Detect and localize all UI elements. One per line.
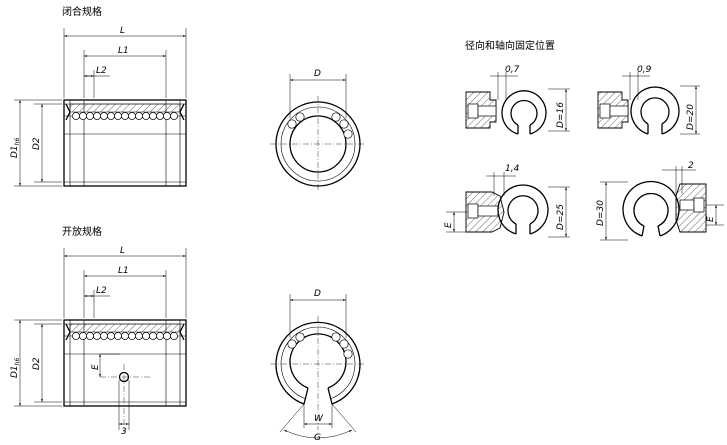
fix1-gap: 0,7	[505, 65, 520, 75]
dim-L2: L2	[96, 66, 107, 76]
fix3-d: D=25	[556, 204, 566, 230]
fix2-d: D=20	[686, 104, 696, 130]
dim-E-open: E	[91, 364, 101, 370]
ball-row-open	[72, 332, 178, 340]
fix4-gap: 2	[688, 161, 694, 171]
dim-L: L	[120, 26, 125, 36]
closed-side-view	[63, 99, 187, 187]
fix3-e: E	[444, 222, 454, 228]
dim-3: 3	[121, 427, 127, 437]
fix2-gap: 0,9	[637, 65, 652, 75]
open-end-view: D W G	[270, 289, 366, 443]
fix3-gap: 1,4	[505, 164, 520, 174]
dim-D-open: D	[314, 289, 321, 299]
fixing-detail-d25: 1,4 D=25 E	[444, 164, 570, 238]
dim-D-closed: D	[314, 69, 321, 79]
dim-L1: L1	[118, 46, 129, 56]
open-dimensions: L L1 L2 D1h6 D2 E 3	[10, 246, 187, 437]
open-side-view	[63, 319, 187, 432]
fix4-d: D=30	[596, 200, 606, 226]
fix4-e: E	[706, 216, 716, 222]
closed-end-view: D	[270, 69, 366, 192]
closed-type-title: 闭合规格	[62, 5, 102, 18]
fix1-d: D=16	[556, 102, 566, 128]
dim-L2-open: L2	[96, 286, 107, 296]
dim-D1-open: D1h6	[10, 358, 21, 378]
fixing-title: 径向和轴向固定位置	[465, 39, 555, 52]
fixing-detail-d30: 2 D=30 E	[596, 161, 724, 241]
dim-W: W	[314, 414, 324, 424]
ball-row	[72, 112, 178, 120]
dim-L1-open: L1	[118, 266, 129, 276]
open-type-title: 开放规格	[62, 225, 102, 238]
ball-circle-open	[287, 332, 353, 359]
dim-L-open: L	[120, 246, 125, 256]
dim-D2-open: D2	[32, 357, 42, 370]
ball-circle	[287, 112, 353, 139]
fixing-detail-d20: 0,9 D=20	[597, 65, 700, 135]
fixing-detail-d16: 0,7 D=16	[465, 65, 570, 135]
closed-dimensions: L L1 L2 D1h6 D2	[10, 26, 187, 187]
dim-D1: D1h6	[10, 138, 21, 158]
dim-G: G	[314, 433, 321, 443]
dim-D2: D2	[32, 137, 42, 150]
